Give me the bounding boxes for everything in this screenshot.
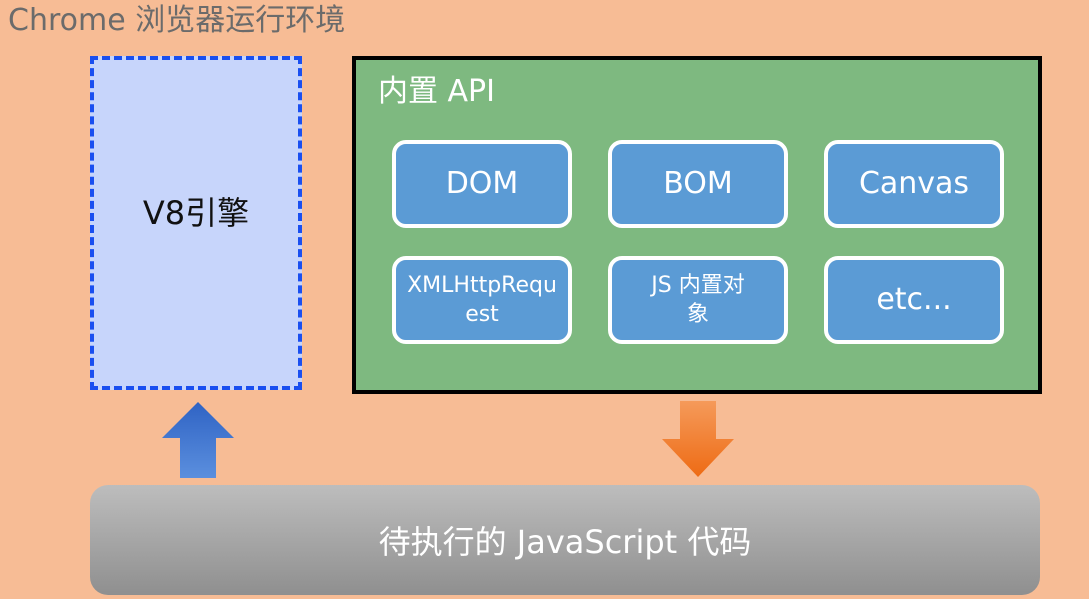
- arrow-up-icon: [162, 402, 234, 478]
- api-item-dom: DOM: [392, 140, 572, 228]
- api-item-label: Canvas: [858, 166, 970, 201]
- v8-engine-box: V8引擎: [90, 56, 302, 390]
- builtin-api-title: 内置 API: [378, 74, 495, 109]
- code-to-execute-label: 待执行的 JavaScript 代码: [378, 523, 752, 561]
- api-item-js-builtin-objects: JS 内置对象: [608, 256, 788, 344]
- api-item-etc: etc...: [824, 256, 1004, 344]
- api-item-xmlhttprequest: XMLHttpRequest: [392, 256, 572, 344]
- api-item-canvas: Canvas: [824, 140, 1004, 228]
- api-item-label: BOM: [663, 166, 733, 201]
- arrow-down-icon: [662, 401, 734, 477]
- api-item-label: etc...: [876, 282, 952, 317]
- code-to-execute-box: 待执行的 JavaScript 代码: [90, 485, 1040, 595]
- api-item-label: JS 内置对象: [651, 273, 745, 327]
- builtin-api-box: 内置 API DOM BOM Canvas XMLHttpRequest JS …: [352, 56, 1042, 394]
- v8-engine-label: V8引擎: [142, 194, 250, 232]
- api-item-label: XMLHttpRequest: [407, 273, 557, 327]
- api-item-bom: BOM: [608, 140, 788, 228]
- page-title: Chrome 浏览器运行环境: [8, 3, 346, 38]
- api-item-label: DOM: [445, 166, 519, 201]
